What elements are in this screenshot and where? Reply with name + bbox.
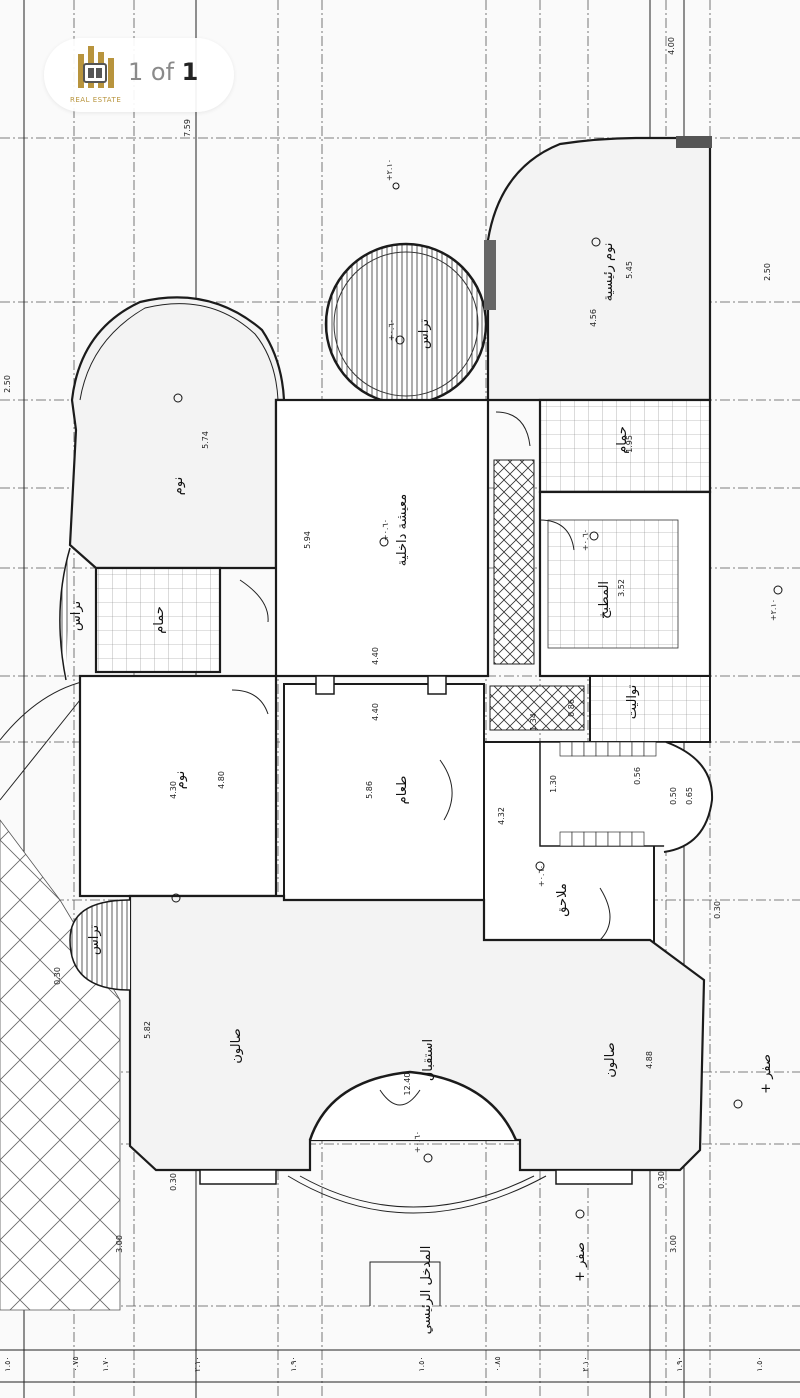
room-balcony-left: تراس [69, 600, 84, 631]
bottom-dim: ٠.٧٥ [71, 1356, 80, 1371]
bottom-dim: ٢.١٠ [581, 1356, 590, 1371]
room-salon-left: صالون [229, 1028, 244, 1063]
room-salon-right: صالون [603, 1042, 618, 1077]
dim-label: 1.34 [529, 713, 538, 731]
dim-label: 0.30 [169, 1173, 178, 1191]
level-mark: +٠.٦٠ [581, 529, 590, 551]
dim-label: 1.30 [549, 775, 558, 793]
bottom-dim: ١.٧٠ [101, 1356, 110, 1371]
dim-label: 5.45 [625, 261, 634, 279]
room-master-bedroom: نوم رئيسية [601, 243, 616, 302]
dim-label: 7.59 [183, 119, 192, 137]
dimension-labels: 7.59 4.00 5.45 4.56 2.50 2.50 5.74 5.94 … [3, 37, 772, 1253]
dim-label: 5.82 [143, 1021, 152, 1039]
balconies [59, 547, 131, 991]
dim-label: 4.88 [645, 1051, 654, 1069]
dim-label: 0.30 [657, 1171, 666, 1189]
bottom-dimensions: ١.٥٠ ٠.٧٥ ١.٧٠ ٢.١٠ ١.٩٠ ١.٥٠ ٠.٨٥ ٢.١٠ … [3, 1356, 764, 1371]
master-bedroom-room [484, 136, 712, 402]
room-bedroom-top: نوم [171, 477, 186, 495]
level-zero-right: + صفر [759, 1054, 774, 1094]
dim-label: 4.80 [217, 771, 226, 789]
dim-label: 0.86 [567, 699, 576, 717]
room-balcony-bottom: تراس [87, 924, 102, 955]
dim-label: 2.50 [763, 263, 772, 281]
dim-label: 2.50 [3, 375, 12, 393]
bottom-dim: ١.٩٠ [289, 1356, 298, 1371]
room-entrance: المدخل الرئيسي [419, 1246, 434, 1335]
level-zero-bottom: + صفر [573, 1242, 588, 1282]
dim-label: 4.30 [169, 781, 178, 799]
image-counter: 1 of 1 [128, 58, 198, 86]
dim-label: 0.50 [669, 787, 678, 805]
bottom-dim: ١.٥٠ [3, 1356, 12, 1371]
room-reception: استقبال [421, 1039, 436, 1081]
level-mark: +٠.٦٠ [413, 1131, 422, 1153]
room-wc: تواليت [625, 684, 640, 719]
dim-label: 4.40 [371, 703, 380, 721]
bottom-dim: ٠.٨٥ [493, 1356, 502, 1371]
center-marks [171, 182, 783, 1219]
door-swings [231, 411, 611, 1106]
room-living: معيشة داخلية [395, 494, 410, 567]
level-mark: +٢.١٠ [385, 159, 394, 181]
level-mark: +٠.٦٠ [537, 865, 546, 887]
dim-label: 0.56 [633, 767, 642, 785]
dim-label: 4.40 [371, 647, 380, 665]
bottom-dim: ١.٩٠ [675, 1356, 684, 1371]
staircase [539, 741, 714, 853]
room-dining: طعام [395, 776, 410, 805]
real-estate-logo-icon [78, 46, 114, 88]
level-mark: +٠.٦٠ [381, 519, 390, 541]
dim-label: 0.30 [713, 901, 722, 919]
counter-prefix: 1 of [128, 58, 175, 86]
room-bedroom-left: نوم [173, 771, 188, 789]
gallery-badge[interactable]: REAL ESTATE 1 of 1 [44, 38, 234, 112]
brand-text: REAL ESTATE [70, 96, 122, 104]
dim-label: 4.56 [589, 309, 598, 327]
room-kitchen: المطبخ [597, 581, 612, 619]
bottom-dim: ١.٥٠ [755, 1356, 764, 1371]
dim-label: 12.40 [403, 1073, 412, 1096]
dim-label: 5.86 [365, 781, 374, 799]
dim-label: 0.30 [53, 967, 62, 985]
bottom-dim: ١.٥٠ [417, 1356, 426, 1371]
dim-label: 3.00 [669, 1235, 678, 1253]
room-bathroom-master: حمام [615, 426, 630, 454]
dim-label: 4.00 [667, 37, 676, 55]
dim-label: 4.32 [497, 807, 506, 825]
bedroom-top-room [68, 296, 286, 570]
bottom-dim: ٢.١٠ [193, 1356, 202, 1371]
level-mark: +٠.٦٠ [387, 319, 396, 341]
dim-label: 0.65 [685, 787, 694, 805]
room-service: ملاحق [555, 883, 570, 917]
dim-label: 3.52 [617, 579, 626, 597]
level-marks: +٠.٦٠ +٠.٦٠ +٠.٦٠ +٠.٦٠ +٠.٦٠ +٢.١٠ +٢.١… [381, 159, 778, 1153]
counter-total: 1 [181, 58, 199, 86]
dim-label: 1.95 [625, 435, 634, 453]
landscape-hatch [0, 679, 121, 1311]
room-terrace: تراس [417, 318, 432, 349]
room-bathroom-left: حمام [152, 606, 167, 634]
terrace-circle [324, 242, 488, 406]
dim-label: 5.94 [303, 531, 312, 549]
dim-label: 3.00 [115, 1235, 124, 1253]
dim-label: 5.74 [201, 431, 210, 449]
level-mark: +٢.١٠ [769, 599, 778, 621]
room-labels: نوم رئيسية تراس نوم حمام معيشة داخلية حم… [69, 243, 774, 1335]
windows [199, 675, 633, 1185]
entrance-arch [287, 1070, 547, 1306]
